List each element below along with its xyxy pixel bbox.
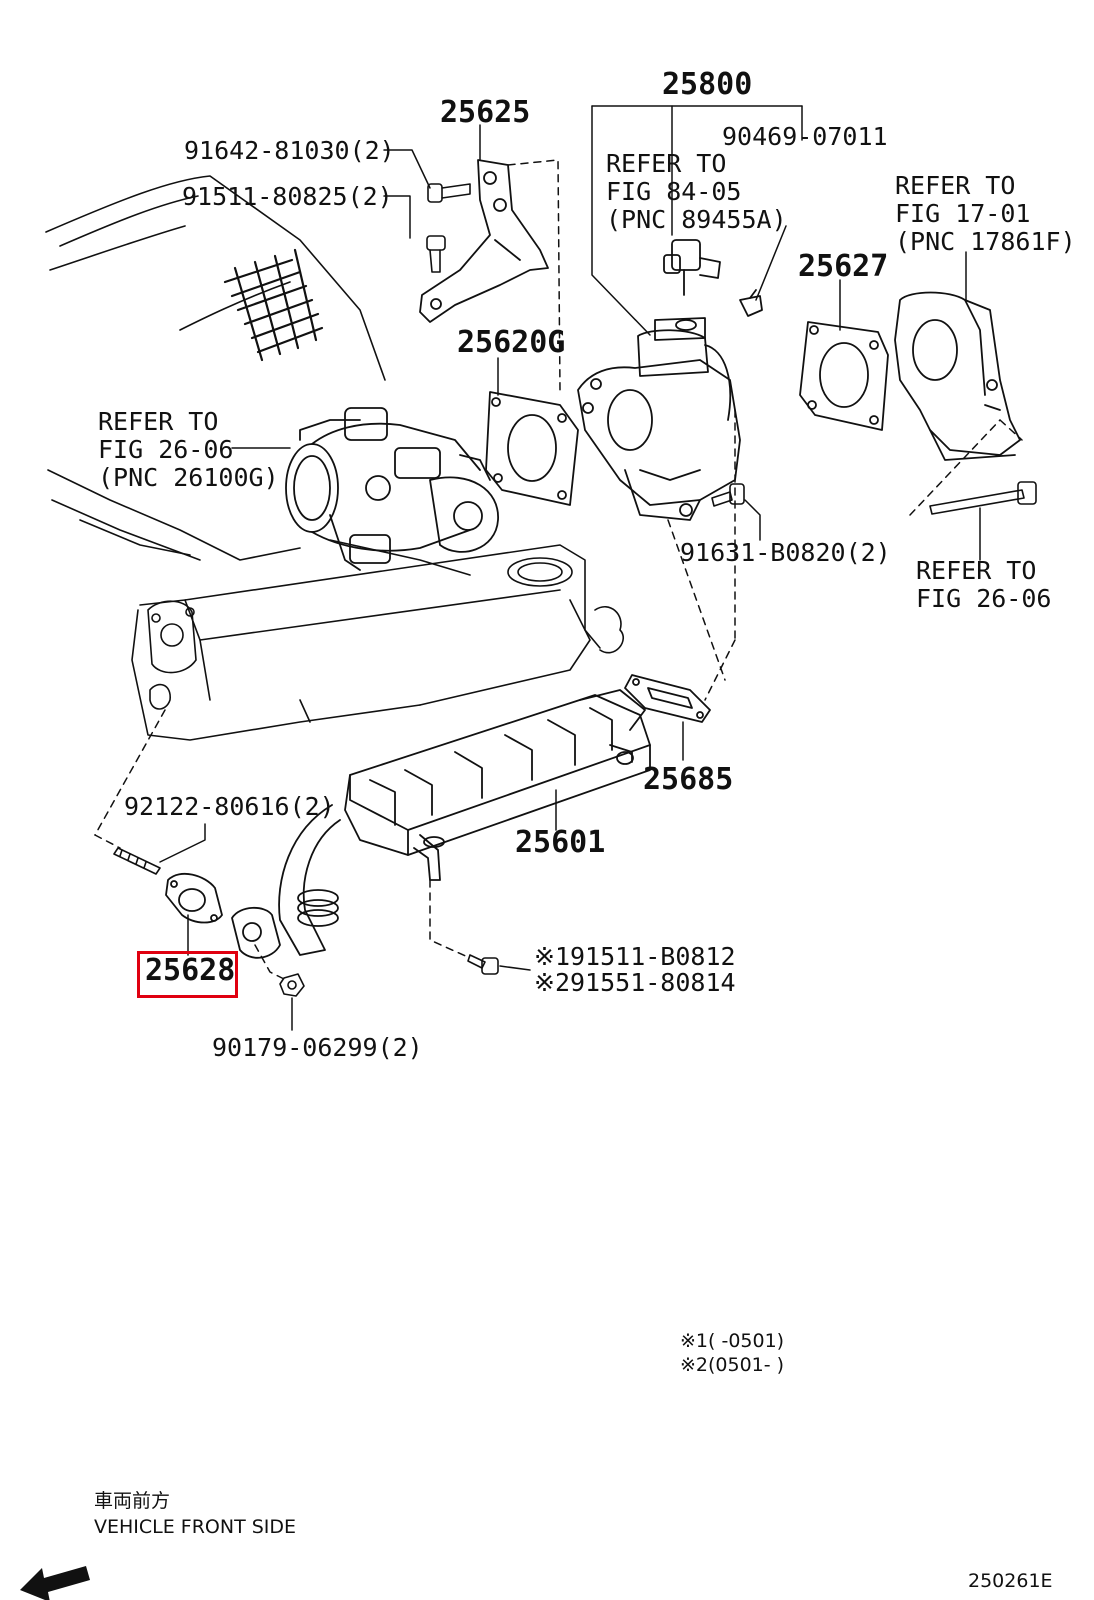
part-label-91551-80814[interactable]: ※291551-80814: [534, 968, 736, 997]
part-label-25628[interactable]: 25628: [145, 953, 236, 988]
refer-line-3: (PNC 89455A): [606, 205, 787, 234]
bolt-91642: [427, 183, 471, 203]
note-2: ※2(0501- ): [680, 1354, 785, 1376]
gasket-25685-drawing: [624, 674, 711, 723]
dashed-alignment-lines: [94, 159, 1023, 981]
outlet-pipe-drawing: [894, 291, 1021, 461]
front-arrow-icon: [20, 1566, 90, 1600]
part-label-25627[interactable]: 25627: [798, 249, 889, 284]
gasket-25628-drawing: [165, 872, 223, 924]
refer-line-2: FIG 17-01: [895, 199, 1031, 228]
refer-fig-26-06-throttle[interactable]: REFER TO FIG 26-06 (PNC 26100G): [98, 408, 279, 492]
refer-line-2: FIG 26-06: [916, 584, 1052, 613]
refer-line-2: FIG 84-05: [606, 177, 742, 206]
part-label-25625[interactable]: 25625: [440, 95, 531, 130]
bolt-91631: [711, 483, 745, 507]
highlight-box: [137, 951, 238, 998]
refer-line-3: (PNC 17861F): [895, 227, 1076, 256]
refer-line-1: REFER TO: [916, 556, 1037, 585]
egr-cooler-drawing: [231, 689, 651, 959]
part-label-92122-80616[interactable]: 92122-80616(2): [124, 792, 335, 821]
part-label-25685[interactable]: 25685: [643, 762, 734, 797]
part-label-91511-b0812[interactable]: ※191511-B0812: [534, 942, 736, 971]
refer-line-1: REFER TO: [98, 407, 219, 436]
gasket-25620g-drawing: [485, 391, 579, 506]
refer-line-2: FIG 26-06: [98, 435, 234, 464]
part-label-90179-06299[interactable]: 90179-06299(2): [212, 1033, 423, 1062]
gasket-25627-drawing: [799, 321, 889, 431]
refer-fig-17-01[interactable]: REFER TO FIG 17-01 (PNC 17861F): [895, 172, 1076, 256]
part-label-91511-80825[interactable]: 91511-80825(2): [182, 182, 393, 211]
bracket-25625-drawing: [419, 159, 549, 323]
engine-block: [45, 175, 624, 741]
part-label-91631-b0820[interactable]: 91631-B0820(2): [680, 538, 891, 567]
part-label-90469-07011[interactable]: 90469-07011: [722, 122, 888, 151]
long-bolt-drawing: [929, 481, 1037, 515]
leader-lines: [159, 105, 981, 1031]
refer-line-3: (PNC 26100G): [98, 463, 279, 492]
part-label-25601[interactable]: 25601: [515, 825, 606, 860]
part-label-91642-81030[interactable]: 91642-81030(2): [184, 136, 395, 165]
refer-line-1: REFER TO: [606, 149, 727, 178]
refer-fig-84-05[interactable]: REFER TO FIG 84-05 (PNC 89455A): [606, 150, 787, 234]
front-label-jp: 車両前方: [94, 1490, 171, 1512]
part-label-25620g[interactable]: 25620G: [457, 325, 566, 360]
bolt-91511-b0812: [467, 954, 499, 975]
front-label-en: VEHICLE FRONT SIDE: [94, 1516, 297, 1538]
stud-92122: [113, 847, 161, 875]
part-label-25800[interactable]: 25800: [662, 67, 753, 102]
refer-fig-26-06-bolt[interactable]: REFER TO FIG 26-06: [916, 557, 1051, 613]
note-1: ※1( -0501): [680, 1330, 785, 1352]
bolt-91511-80825: [426, 235, 446, 273]
nut-90179: [279, 973, 305, 997]
refer-line-1: REFER TO: [895, 171, 1016, 200]
throttle-body-drawing: [285, 407, 499, 571]
figure-code: 250261E: [968, 1570, 1053, 1592]
egr-valve-drawing: [577, 239, 763, 521]
